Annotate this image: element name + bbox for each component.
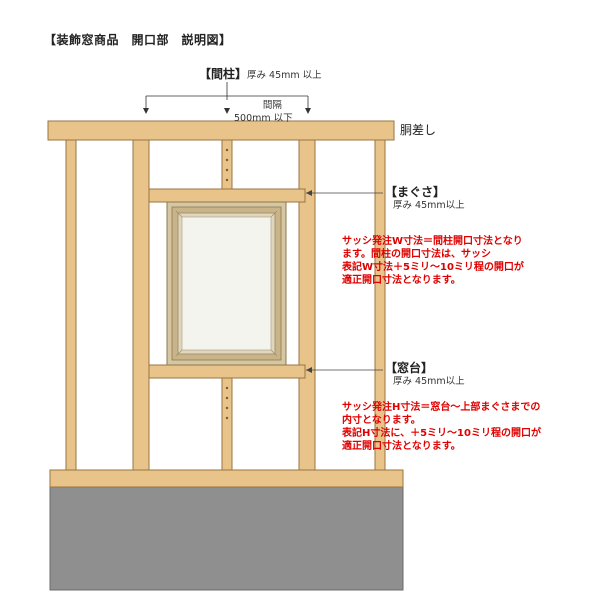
nail-marks <box>225 148 229 420</box>
height-note-line: サッシ発注H寸法＝窓台～上部まぐさまでの <box>342 402 541 413</box>
diagram-title: 【装飾窓商品 開口部 説明図】 <box>44 33 232 47</box>
header-heading: 【まぐさ】 <box>385 185 446 199</box>
header-label: 【まぐさ】 厚み 45mm以上 <box>385 186 465 212</box>
spacing-dimension <box>145 82 309 110</box>
spacing-arrow-right <box>305 108 311 114</box>
beam <box>47 120 395 141</box>
width-note-line: 適正開口寸法となります。 <box>342 275 461 286</box>
sill-label: 【窓台】 厚み 45mm以上 <box>385 362 465 388</box>
sill-heading: 【窓台】 <box>385 361 434 375</box>
header-pointer-arrow <box>306 190 312 196</box>
sill-thickness: 厚み 45mm以上 <box>393 376 465 387</box>
stud-far-right <box>374 139 386 471</box>
spacing-arrow-center <box>224 108 230 114</box>
height-note-line: 内寸となります。 <box>342 415 421 426</box>
foundation <box>49 486 404 591</box>
sill-plate <box>49 469 404 488</box>
width-note-line: サッシ発注W寸法＝間柱開口寸法となり <box>342 236 523 247</box>
width-note-line: 表記W寸法＋5ミリ～10ミリ程の開口が <box>342 262 524 273</box>
height-note-line: 表記H寸法に、＋5ミリ～10ミリ程の開口が <box>342 428 541 439</box>
sill-pointer-arrow <box>306 367 312 373</box>
window <box>166 201 287 366</box>
stud-window-right <box>298 139 316 471</box>
stud-center-lower <box>221 376 233 471</box>
stud-far-left <box>65 139 77 471</box>
sill-madodai <box>148 364 306 379</box>
stud-heading: 【間柱】 <box>199 67 248 81</box>
spacing-arrow-left <box>143 108 149 114</box>
header-magusa <box>148 188 306 203</box>
header-thickness: 厚み 45mm以上 <box>393 200 465 211</box>
width-note-line: ます。間柱の開口寸法は、サッシ <box>342 249 491 260</box>
spacing-label: 間隔 500mm 以下 <box>234 99 293 125</box>
height-note: サッシ発注H寸法＝窓台～上部まぐさまでの 内寸となります。 表記H寸法に、＋5ミ… <box>342 401 541 453</box>
stud-window-left <box>132 139 150 471</box>
spacing-label-line2: 500mm 以下 <box>234 113 293 124</box>
stud-thickness: 厚み 45mm 以上 <box>247 70 322 81</box>
stud-label: 【間柱】厚み 45mm 以上 <box>199 68 322 82</box>
height-note-line: 適正開口寸法となります。 <box>342 441 461 452</box>
beam-label: 胴差し <box>400 123 437 137</box>
width-note: サッシ発注W寸法＝間柱開口寸法となり ます。間柱の開口寸法は、サッシ 表記W寸法… <box>342 235 524 287</box>
spacing-label-line1: 間隔 <box>262 100 282 111</box>
stud-center-upper <box>221 139 233 191</box>
